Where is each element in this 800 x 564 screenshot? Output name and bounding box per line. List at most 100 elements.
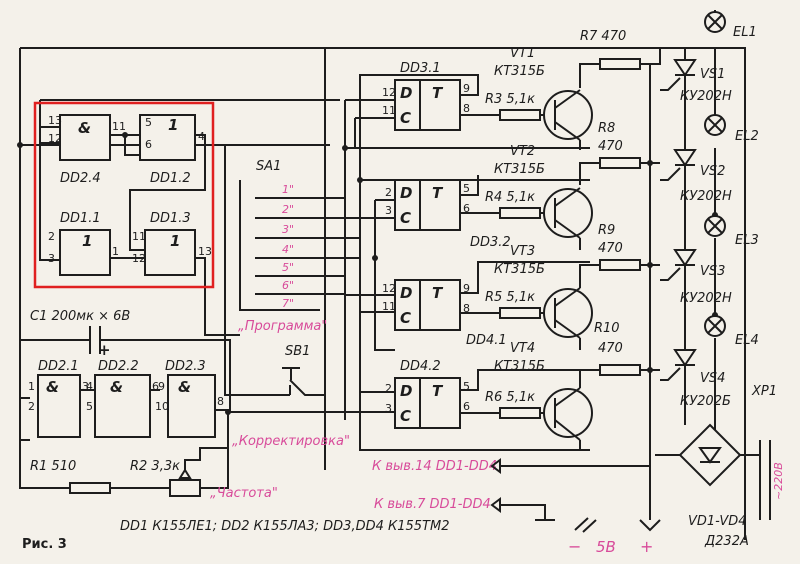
lamp-label: EL2 bbox=[735, 129, 759, 144]
resistor-r1 bbox=[69, 482, 111, 494]
pin-label: & bbox=[110, 378, 123, 396]
gate-dd12: 1 5 6 4 DD1.2 bbox=[139, 114, 205, 186]
thyristor-type: КУ202Н bbox=[680, 89, 732, 104]
label-frequency: „Частота" bbox=[210, 486, 278, 501]
pin-label: D bbox=[400, 84, 412, 102]
thyristor-type: КУ202Н bbox=[680, 291, 732, 306]
pin-label: 1 bbox=[168, 116, 178, 134]
pin-label: C bbox=[400, 109, 411, 127]
label-pins-7: К выв.7 DD1-DD4 bbox=[374, 497, 491, 512]
capacitor-label: C1 200мк × 6В bbox=[30, 309, 130, 324]
pin-label: & bbox=[178, 378, 191, 396]
flipflop-label: DD3.1 bbox=[400, 61, 441, 76]
resistor-r10-value: 470 bbox=[598, 341, 623, 356]
gate-label: DD2.3 bbox=[165, 359, 206, 374]
supply-volt: 5В bbox=[596, 538, 616, 556]
resistor-r1-label: R1 510 bbox=[30, 459, 76, 474]
bridge-name: VD1-VD4 bbox=[688, 514, 747, 529]
flipflop-dd42: D C T 2 3 5 6 DD4.2 bbox=[385, 359, 470, 429]
gate-dd24: & 13 12 11 DD2.4 bbox=[48, 114, 126, 186]
base-resistors: R3 5,1к R4 5,1к R5 5,1к R6 5,1к bbox=[485, 92, 541, 419]
pin-label: 11 bbox=[382, 300, 396, 313]
pin-label: 5 bbox=[86, 400, 93, 413]
pin-label: 1 bbox=[112, 245, 119, 258]
thyristor-vs2: EL2 VS2 КУ202Н bbox=[660, 114, 759, 204]
connector-label: XP1 bbox=[751, 384, 777, 399]
capacitor-plus: + bbox=[98, 341, 111, 359]
resistor-r8-value: 470 bbox=[598, 139, 623, 154]
diode-bridge: VD1-VD4 Д232А bbox=[678, 423, 749, 549]
pin-label: 9 bbox=[463, 282, 470, 295]
supply-plus: + bbox=[640, 537, 653, 556]
gate-dd23: & 9 10 8 DD2.3 bbox=[155, 359, 224, 438]
collector-resistors: R7 470 R8 470 R9 470 R10 470 bbox=[580, 29, 641, 376]
pin-label: 4" bbox=[282, 243, 294, 256]
pin-label: T bbox=[432, 84, 444, 102]
pin-label: 11 bbox=[132, 230, 146, 243]
pin-label: D bbox=[400, 382, 412, 400]
label-program: „Программа" bbox=[238, 319, 327, 334]
flipflop-label: DD4.2 bbox=[400, 359, 441, 374]
transistor-name: VT3 bbox=[510, 244, 535, 259]
thyristor-type: КУ202Б bbox=[680, 394, 731, 409]
resistor-r7-label: R7 470 bbox=[580, 29, 626, 44]
lamp-label: EL1 bbox=[733, 25, 757, 40]
pin-label: 1 bbox=[82, 232, 92, 250]
gate-label: DD2.4 bbox=[60, 171, 101, 186]
transistor-type: КТ315Б bbox=[494, 64, 545, 79]
pin-label: 3 bbox=[385, 402, 392, 415]
switch-sa1: SA1 1" 2" 3" 4" 5" 6" 7" bbox=[256, 159, 294, 310]
pin-label: 13 bbox=[48, 114, 62, 127]
transistor-vt4: VT4 КТ315Б bbox=[494, 341, 593, 441]
transistor-vt3: VT3 КТ315Б bbox=[494, 244, 593, 339]
pin-label: 1" bbox=[282, 183, 294, 196]
pin-label: 5 bbox=[145, 116, 152, 129]
pin-label: D bbox=[400, 184, 412, 202]
resistor-r10-name: R10 bbox=[594, 321, 620, 336]
mains-label: ~220В bbox=[772, 462, 785, 500]
pin-label: 2 bbox=[48, 230, 55, 243]
button-sb1: SB1 bbox=[285, 344, 310, 359]
resistor-r2-label: R2 3,3к bbox=[130, 459, 180, 474]
highlight-box bbox=[33, 101, 215, 289]
gate-label: DD2.1 bbox=[38, 359, 79, 374]
flipflop-dd31: D C T 12 11 9 8 DD3.1 bbox=[382, 61, 470, 131]
pin-label: 12 bbox=[48, 132, 62, 145]
resistor-r9-name: R9 bbox=[598, 223, 615, 238]
thyristor-label: VS3 bbox=[700, 264, 725, 279]
pin-label: & bbox=[46, 378, 59, 396]
pin-label: 8 bbox=[463, 102, 470, 115]
label-correction: „Корректировка" bbox=[232, 434, 350, 449]
gate-symbol-and: & bbox=[78, 119, 91, 137]
pin-label: 6 bbox=[463, 400, 470, 413]
pin-label: 2 bbox=[28, 400, 35, 413]
pin-label: 3 bbox=[82, 380, 89, 393]
pin-label: 7" bbox=[282, 297, 294, 310]
thyristor-vs3: EL3 VS3 КУ202Н bbox=[660, 215, 759, 306]
pin-label: 3 bbox=[385, 204, 392, 217]
transistor-name: VT2 bbox=[510, 144, 535, 159]
pin-label: 6 bbox=[463, 202, 470, 215]
transistor-type: КТ315Б bbox=[494, 359, 545, 374]
pin-label: 2" bbox=[282, 203, 294, 216]
pin-label: 12 bbox=[382, 282, 396, 295]
figure-caption: Рис. 3 bbox=[22, 537, 67, 552]
bridge-type: Д232А bbox=[704, 534, 749, 549]
pin-label: 2 bbox=[385, 186, 392, 199]
pin-label: 12 bbox=[132, 252, 146, 265]
transistor-vt2: VT2 КТ315Б bbox=[494, 144, 593, 239]
transistor-vt1: VT1 КТ315Б bbox=[494, 46, 593, 141]
lamp-label: EL4 bbox=[735, 333, 759, 348]
label-pins-14: К выв.14 DD1-DD4 bbox=[372, 459, 497, 474]
pin-label: 1 bbox=[28, 380, 35, 393]
pin-label: 2 bbox=[385, 382, 392, 395]
thyristor-label: VS1 bbox=[700, 67, 725, 82]
thyristor-vs1: EL1 VS1 КУ202Н bbox=[660, 11, 757, 104]
resistor-r9-value: 470 bbox=[598, 241, 623, 256]
flipflop-dd32: D C T 2 3 5 6 DD3.2 bbox=[385, 179, 511, 250]
pin-label: 13 bbox=[198, 245, 212, 258]
pin-label: 8 bbox=[463, 302, 470, 315]
pin-label: 10 bbox=[155, 400, 169, 413]
connector-xp1: XP1 ~220В bbox=[751, 384, 785, 500]
flipflop-label: DD3.2 bbox=[470, 235, 511, 250]
